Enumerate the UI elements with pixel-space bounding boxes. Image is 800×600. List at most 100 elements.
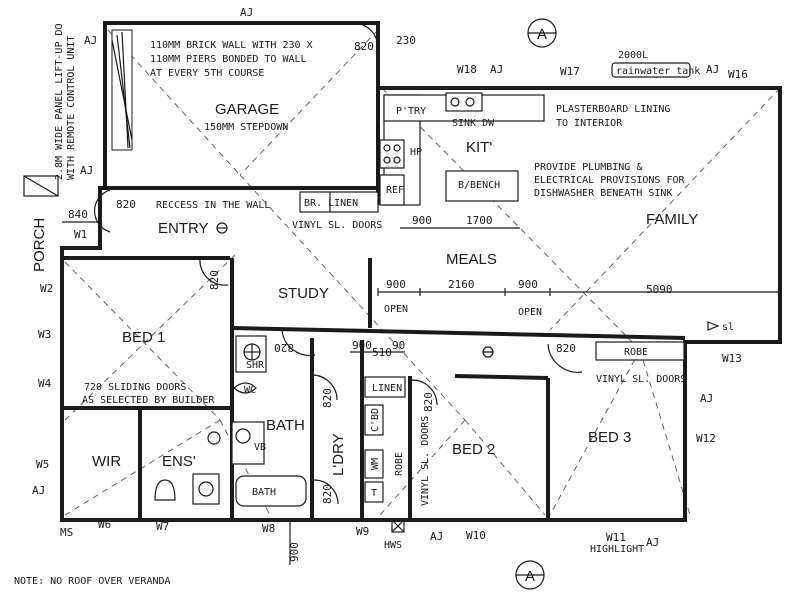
note-sl: sl: [722, 322, 734, 333]
label-vanity: VB: [254, 442, 266, 453]
marker-aj-bottom: AJ: [430, 530, 443, 543]
window-w5: W5: [36, 458, 49, 471]
room-garage: GARAGE: [215, 101, 279, 118]
note-sliding-2: AS SELECTED BY BUILDER: [82, 395, 215, 406]
note-plumbing-1: PROVIDE PLUMBING &: [534, 162, 642, 173]
refrigerator-icon: [379, 174, 405, 206]
label-hot-water: HWS: [384, 540, 402, 551]
dim-900-open2: 900: [518, 278, 538, 291]
label-bathtub: BATH: [252, 487, 276, 498]
open-passages: [377, 288, 780, 296]
note-plumbing-2: ELECTRICAL PROVISIONS FOR: [534, 175, 685, 186]
room-wir: WIR: [92, 453, 121, 470]
dim-840: 840: [68, 208, 88, 221]
marker-aj-w18: AJ: [490, 63, 503, 76]
room-bed3: BED 3: [588, 429, 631, 446]
ensuite-toilet-icon: [154, 479, 176, 501]
room-kitchen: KIT': [466, 139, 492, 156]
window-w3: W3: [38, 328, 51, 341]
window-w6: W6: [98, 518, 111, 531]
label-tank: rainwater tank: [616, 66, 700, 77]
room-entry: ENTRY: [158, 220, 209, 237]
dim-900-kit: 900: [412, 214, 432, 227]
hws-icon: [391, 519, 405, 533]
label-trough: T: [371, 488, 377, 499]
note-vinyl-doors-1: VINYL SL. DOORS: [292, 220, 382, 231]
window-w13: W13: [722, 352, 742, 365]
dim-1700: 1700: [466, 214, 493, 227]
room-laundry: L'DRY: [330, 433, 347, 476]
ensuite-basin-icon: [207, 431, 221, 445]
storage-boxes: [299, 191, 685, 503]
label-water-closet: WC: [244, 385, 256, 396]
room-bath: BATH: [266, 417, 305, 434]
window-w9: W9: [356, 525, 369, 538]
dim-900-bottom: 900: [288, 542, 301, 562]
note-highlight: HIGHLIGHT: [590, 544, 644, 555]
breakfast-bench: [445, 170, 519, 202]
note-vinyl-doors-2: VINYL SL. DOORS: [596, 374, 686, 385]
window-w18: W18: [457, 63, 477, 76]
dim-820-bed3: 820: [556, 342, 576, 355]
rainwater-tank-box: [611, 62, 691, 78]
note-tank-capacity: 2000L: [618, 50, 648, 61]
hotplate-icon: [379, 139, 405, 169]
dimension-labels: 230 820 840 820 900 1700 900 2160 900 50…: [68, 34, 673, 562]
kitchen-fixtures: [379, 62, 691, 206]
note-sliding-1: 720 SLIDING DOORS: [84, 382, 186, 393]
label-linen-cupboard: LINEN: [372, 383, 402, 394]
dim-2160: 2160: [448, 278, 475, 291]
dim-5090: 5090: [646, 283, 673, 296]
note-garage-door-1: 2.8M WIDE PANEL LIFT-UP DO: [54, 23, 65, 180]
room-meals: MEALS: [446, 251, 497, 268]
window-w8: W8: [262, 522, 275, 535]
window-w12: W12: [696, 432, 716, 445]
label-cupboard: C'BD: [370, 408, 381, 432]
window-w7: W7: [156, 520, 169, 533]
label-washing-machine: WM: [370, 458, 381, 470]
note-vinyl-doors-3: VINYL SL. DOORS: [420, 416, 431, 506]
marker-aj-garage: AJ: [80, 164, 93, 177]
marker-aj-topleft: AJ: [84, 34, 97, 47]
room-labels: GARAGE ENTRY PORCH STUDY MEALS FAMILY KI…: [31, 101, 698, 476]
marker-aj-left: AJ: [32, 484, 45, 497]
window-w10: W10: [466, 529, 486, 542]
note-garage-door-2: WITH REMOTE CONTROL UNIT: [66, 36, 77, 181]
window-w2: W2: [40, 282, 53, 295]
label-pantry: P'TRY: [396, 106, 426, 117]
door-swings: [94, 22, 583, 505]
label-br-linen: BR. LINEN: [304, 198, 358, 209]
bathroom-fixtures: [154, 335, 307, 507]
ensuite-shower-icon: [192, 473, 220, 505]
note-garage-wall-2: 110MM PIERS BONDED TO WALL: [150, 54, 307, 65]
note-garage-wall-1: 110MM BRICK WALL WITH 230 X: [150, 40, 313, 51]
note-open-1: OPEN: [384, 304, 408, 315]
window-w17: W17: [560, 65, 580, 78]
wc-toilet-icon: [233, 382, 257, 394]
room-bed2: BED 2: [452, 441, 495, 458]
note-plasterboard-2: TO INTERIOR: [556, 118, 623, 129]
dim-820-ldry2: 820: [321, 484, 334, 504]
note-open-2: OPEN: [518, 307, 542, 318]
label-refrigerator: REF: [386, 185, 404, 196]
window-w4: W4: [38, 377, 52, 390]
label-bench: B/BENCH: [458, 180, 500, 191]
room-bed1: BED 1: [122, 329, 165, 346]
marker-aj-bottomright: AJ: [646, 536, 659, 549]
label-robe-ldry: ROBE: [394, 452, 405, 476]
note-footer: NOTE: NO ROOF OVER VERANDA: [14, 576, 171, 587]
marker-aj-w16: AJ: [706, 63, 719, 76]
window-w1: W1: [74, 228, 87, 241]
shower-icon: [235, 335, 267, 373]
dim-90: 90: [392, 339, 405, 352]
vanity-basin-icon: [231, 421, 265, 465]
dimension-lines: [62, 221, 520, 565]
note-garage-step: 150MM STEPDOWN: [204, 122, 288, 133]
garage-brick-piers: [111, 29, 133, 151]
label-sink-dw: SINK DW: [452, 118, 495, 129]
marker-ms: MS: [60, 526, 73, 539]
window-labels: W1 W2 W3 W4 W5 W6 W7 W8 W9 W10 W11 W12 W…: [36, 63, 748, 544]
window-w11: W11: [606, 531, 626, 544]
dim-820-ldry: 820: [321, 388, 334, 408]
